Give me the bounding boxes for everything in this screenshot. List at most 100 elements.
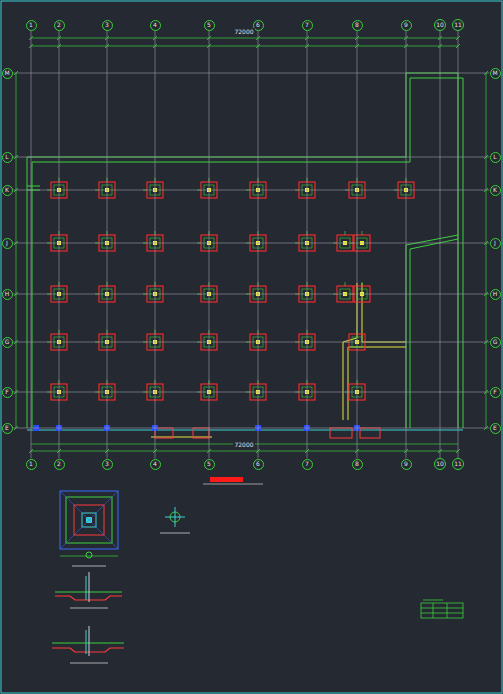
axis-bubble: G	[490, 337, 501, 348]
axis-label: K	[5, 187, 9, 193]
section-2	[52, 626, 124, 663]
axis-label: 1	[29, 22, 33, 28]
axis-line	[357, 31, 358, 459]
axis-bubble: 10	[434, 458, 446, 470]
axis-bubble: J	[490, 238, 501, 249]
axis-label: 11	[454, 461, 462, 467]
axis-line	[13, 342, 490, 343]
axis-label: 2	[57, 22, 61, 28]
axis-label: 4	[153, 461, 157, 467]
axis-label: 5	[207, 461, 211, 467]
axis-bubble: H	[490, 289, 501, 300]
axis-bubble: M	[490, 68, 501, 79]
axis-label: 9	[404, 22, 408, 28]
axis-bubble: 8	[352, 20, 363, 31]
axis-label: 3	[105, 22, 109, 28]
axis-bubble: H	[2, 289, 13, 300]
axis-bubble: E	[490, 423, 501, 434]
axis-bubble: F	[490, 387, 501, 398]
axis-line	[209, 31, 210, 459]
axis-bubble: 8	[352, 459, 363, 470]
axis-label: 7	[305, 22, 309, 28]
axis-line	[13, 243, 490, 244]
axis-label: G	[493, 339, 498, 345]
axis-bubble: 4	[150, 459, 161, 470]
axis-label: E	[493, 425, 497, 431]
section-1	[55, 572, 122, 608]
axis-bubble: E	[2, 423, 13, 434]
axis-line	[13, 294, 490, 295]
axis-bubble: 5	[204, 459, 215, 470]
title-block	[421, 600, 463, 618]
axis-bubble: 11	[452, 458, 464, 470]
title-bar	[210, 477, 243, 482]
axis-label: 9	[404, 461, 408, 467]
axis-label: H	[493, 291, 498, 297]
axis-bubble: 6	[253, 459, 264, 470]
axis-line	[307, 31, 308, 459]
axis-bubble: 2	[54, 459, 65, 470]
axis-bubble: J	[2, 238, 13, 249]
axis-line	[13, 428, 490, 429]
axis-label: F	[493, 389, 496, 395]
axis-bubble: 1	[26, 459, 37, 470]
axis-label: M	[4, 70, 9, 76]
axis-label: F	[5, 389, 8, 395]
dimension-text: 72000	[233, 441, 254, 448]
axis-line	[59, 31, 60, 459]
axis-line	[13, 190, 490, 191]
axis-label: 2	[57, 461, 61, 467]
axis-label: H	[5, 291, 10, 297]
axis-bubble: 9	[401, 459, 412, 470]
axis-label: J	[494, 240, 496, 246]
axis-bubble: 5	[204, 20, 215, 31]
trench-outline	[151, 283, 406, 437]
axis-label: 11	[454, 22, 462, 28]
axis-label: 10	[436, 461, 444, 467]
axis-line	[13, 157, 490, 158]
axis-line	[458, 31, 459, 458]
axis-line	[13, 73, 490, 74]
pin-detail	[160, 507, 190, 533]
axis-label: L	[493, 154, 496, 160]
axis-label: 5	[207, 22, 211, 28]
axis-line	[13, 392, 490, 393]
axis-bubble: 11	[452, 19, 464, 31]
axis-bubble: 7	[302, 20, 313, 31]
axis-label: M	[492, 70, 497, 76]
axis-label: J	[6, 240, 8, 246]
axis-label: 4	[153, 22, 157, 28]
dimension-lines	[16, 38, 486, 451]
axis-label: 8	[355, 22, 359, 28]
axis-bubble: L	[490, 152, 501, 163]
axis-bubble: 2	[54, 20, 65, 31]
axis-label: 8	[355, 461, 359, 467]
axis-bubble: L	[2, 152, 13, 163]
axis-bubble: M	[2, 68, 13, 79]
axis-line	[107, 31, 108, 459]
axis-bubble: 1	[26, 20, 37, 31]
axis-line	[155, 31, 156, 459]
axis-bubble: 3	[102, 20, 113, 31]
axis-label: G	[5, 339, 10, 345]
axis-line	[258, 31, 259, 459]
axis-bubble: 4	[150, 20, 161, 31]
axis-label: 6	[256, 22, 260, 28]
axis-bubble: 9	[401, 20, 412, 31]
axis-label: E	[5, 425, 9, 431]
axis-bubble: 7	[302, 459, 313, 470]
axis-bubble: 10	[434, 19, 446, 31]
axis-bubble: G	[2, 337, 13, 348]
axis-line	[406, 31, 407, 459]
axis-bubble: 3	[102, 459, 113, 470]
axis-bubble: F	[2, 387, 13, 398]
axis-label: L	[5, 154, 8, 160]
axis-label: K	[493, 187, 497, 193]
axis-label: 7	[305, 461, 309, 467]
axis-bubble: K	[2, 185, 13, 196]
axis-line	[31, 31, 32, 459]
axis-bubble: K	[490, 185, 501, 196]
dimension-text: 72000	[233, 28, 254, 35]
